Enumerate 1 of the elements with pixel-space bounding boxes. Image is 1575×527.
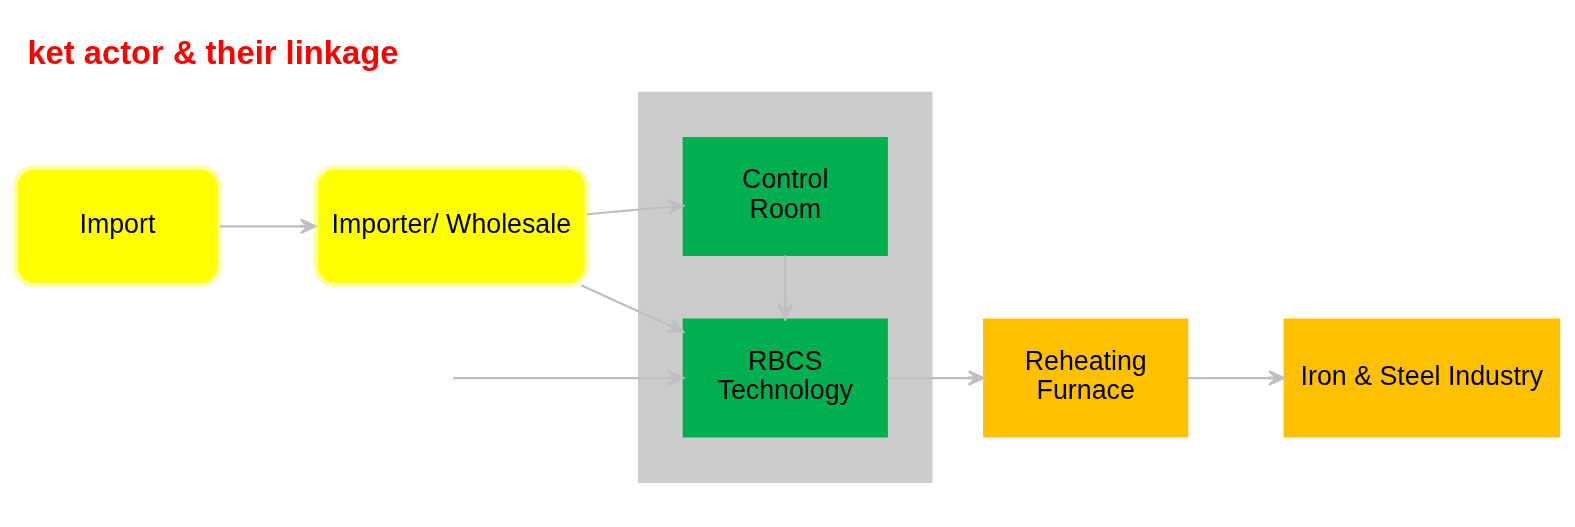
- diagram-title: ket actor & their linkage: [27, 33, 399, 71]
